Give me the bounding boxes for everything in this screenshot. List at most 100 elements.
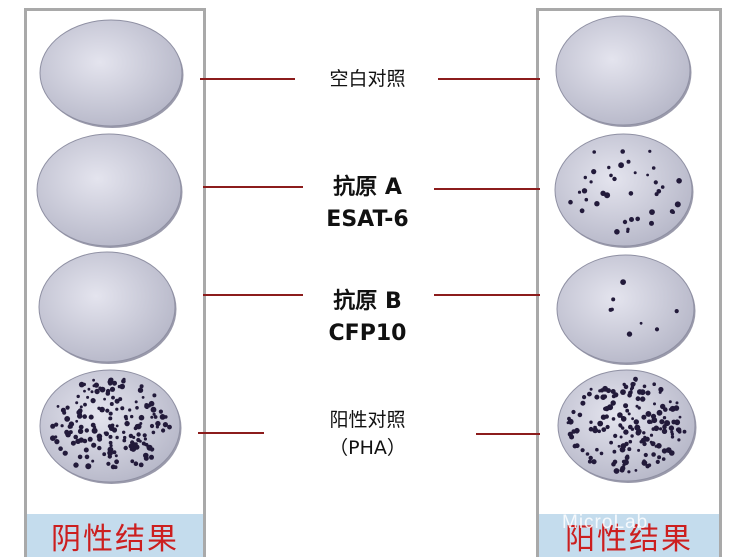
cell-spot [110, 464, 116, 470]
cell-spot [122, 430, 126, 434]
cell-spot [82, 414, 87, 419]
cell-spot [138, 462, 144, 468]
cell-spot [649, 433, 654, 437]
connector-left-pha [198, 432, 264, 434]
cell-spot [135, 423, 142, 430]
cell-spot [636, 428, 642, 435]
cell-spot [656, 189, 662, 194]
cell-spot [75, 419, 79, 423]
cell-spot [158, 409, 163, 414]
cell-spot [584, 197, 589, 202]
cell-spot [659, 427, 663, 431]
cell-spot [87, 436, 93, 442]
cell-spot [600, 394, 606, 400]
cell-spot [651, 166, 656, 170]
cell-spot [645, 390, 651, 396]
cell-spot [620, 389, 626, 395]
cell-spot [669, 405, 676, 412]
cell-spot [91, 427, 98, 434]
label-antigen-a-line-1: 抗原 A [333, 175, 402, 200]
cell-spot [68, 430, 73, 435]
cell-spot [150, 448, 154, 452]
cell-spot [86, 395, 90, 399]
cell-spot [657, 455, 662, 460]
cell-spot [568, 199, 573, 205]
cell-spot [88, 414, 94, 420]
cell-spot [70, 440, 76, 446]
cell-spot [83, 402, 87, 407]
cell-spot [133, 461, 139, 466]
cell-spot [114, 398, 120, 404]
connector-right-antigen-a [434, 188, 540, 190]
cell-spot [599, 451, 604, 456]
connector-left-antigen-a [203, 186, 303, 188]
well-plate [557, 369, 696, 482]
cell-spot [123, 435, 127, 440]
cell-spot [102, 452, 107, 457]
cell-spot [649, 209, 655, 215]
cell-spot [617, 412, 623, 418]
cell-spot [589, 420, 593, 424]
cell-spot [111, 395, 115, 400]
cell-spot [54, 439, 60, 445]
cell-spot [627, 470, 631, 474]
positive-well-antigen-b [556, 254, 696, 365]
cell-spot [682, 429, 687, 434]
cell-spot [112, 380, 117, 386]
negative-well-antigen-b [38, 251, 177, 364]
cell-spot [604, 414, 609, 419]
cell-spot [580, 400, 586, 406]
connector-right-antigen-b [434, 294, 540, 296]
cell-spot [58, 446, 63, 451]
cell-spot [141, 396, 145, 399]
cell-spot [662, 416, 667, 420]
cell-spot [677, 438, 681, 442]
cell-spot [612, 176, 617, 182]
cell-spot [629, 217, 634, 222]
cell-spot [54, 435, 58, 439]
label-pha: 阳性对照 （PHA） [300, 406, 435, 462]
cell-spot [143, 455, 149, 461]
cell-spot [99, 406, 105, 413]
cell-spot [610, 400, 616, 406]
cell-spot [157, 422, 161, 426]
label-blank-control: 空白对照 [300, 62, 435, 96]
cell-spot [653, 425, 660, 432]
watermark-text: MicroLab [562, 512, 649, 533]
cell-spot [130, 459, 135, 464]
cell-spot [628, 191, 634, 196]
cell-spot [123, 445, 128, 451]
cell-spot [642, 459, 646, 463]
cell-spot [577, 190, 582, 194]
well-plate [555, 15, 691, 126]
cell-spot [650, 441, 656, 447]
cell-spot [650, 413, 657, 419]
cell-spot [653, 180, 658, 185]
cell-spot [97, 445, 102, 451]
cell-spot [580, 448, 585, 453]
cell-spot [77, 454, 83, 460]
cell-spot [56, 405, 60, 408]
cell-spot [637, 406, 641, 410]
cell-spot [601, 427, 607, 432]
cell-spot [149, 454, 154, 460]
cell-spot [144, 443, 147, 446]
cell-spot [128, 433, 134, 439]
label-antigen-b: 抗原 B CFP10 [300, 286, 435, 350]
cell-spot [137, 387, 144, 393]
cell-spot [677, 429, 682, 434]
cell-spot [631, 417, 634, 421]
cell-spot [607, 404, 614, 411]
cell-spot [143, 437, 147, 441]
cell-spot [153, 415, 158, 419]
cell-spot [664, 420, 668, 424]
cell-spot [138, 414, 145, 421]
cell-spot [612, 459, 618, 465]
well-plate [554, 133, 693, 247]
cell-spot [656, 443, 662, 449]
cell-spot [606, 388, 611, 394]
cell-spot [597, 420, 604, 427]
cell-spot [589, 180, 593, 184]
cell-spot [655, 459, 660, 464]
cell-spot [620, 149, 625, 154]
